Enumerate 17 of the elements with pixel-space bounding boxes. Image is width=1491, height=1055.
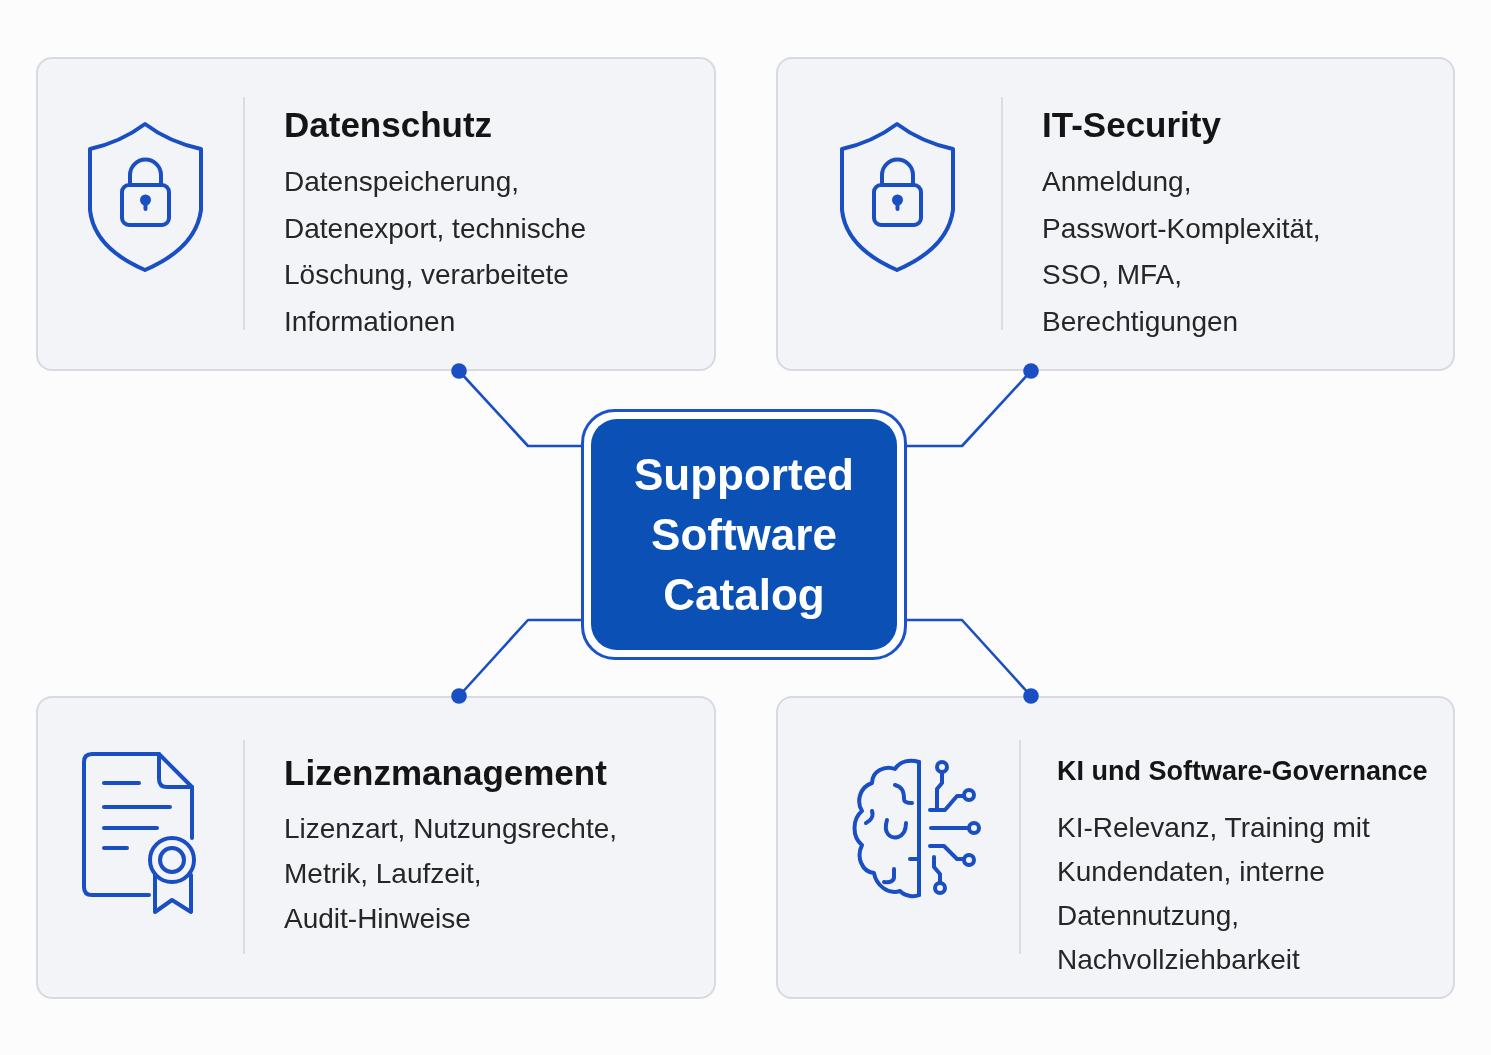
- card-heading: KI und Software-Governance: [1057, 755, 1428, 788]
- category-card: [36, 57, 716, 371]
- category-card: [36, 696, 716, 999]
- connector: [907, 618, 1039, 704]
- card-heading: IT-Security: [1042, 104, 1221, 146]
- card-description: Datenspeicherung, Datenexport, technische Löschung, verarbeitete Informationen: [284, 165, 587, 339]
- hub-title: Supported Software Catalog: [633, 448, 855, 621]
- card-description: KI-Relevanz, Training mit Kundendaten, interne Datennutzung, Nachvollziehbarkeit: [1057, 811, 1371, 977]
- category-card: [776, 57, 1455, 371]
- connector: [907, 363, 1039, 448]
- card-heading: Lizenzmanagement: [284, 752, 607, 794]
- category-card: [776, 696, 1455, 999]
- card-description: Lizenzart, Nutzungsrechte, Metrik, Laufzeit, Audit-Hinweise: [284, 812, 619, 936]
- connector: [451, 618, 581, 704]
- connector: [451, 363, 581, 448]
- card-heading: Datenschutz: [284, 104, 493, 146]
- card-description: Anmeldung, Passwort-Komplexität, SSO, MFA, Berechtigungen: [1042, 165, 1322, 339]
